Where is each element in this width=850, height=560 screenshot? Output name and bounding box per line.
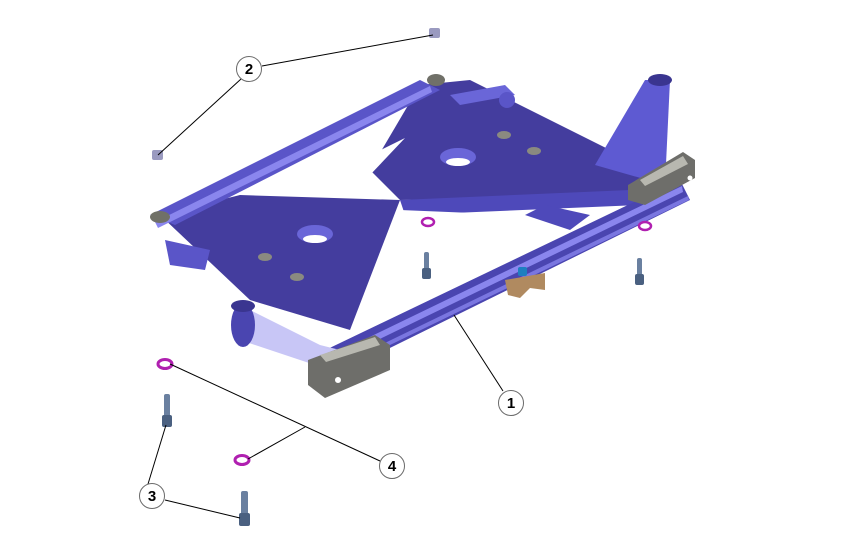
end-bracket-rear bbox=[628, 152, 695, 205]
callout-label: 3 bbox=[147, 487, 157, 505]
bolt-part bbox=[162, 252, 644, 526]
callout-label: 4 bbox=[387, 457, 397, 475]
clip-part bbox=[505, 267, 545, 298]
callout-4: 4 bbox=[379, 453, 405, 479]
callout-3: 3 bbox=[139, 483, 165, 509]
callout-label: 1 bbox=[506, 394, 516, 412]
washer-part bbox=[156, 216, 653, 466]
callout-label: 2 bbox=[244, 60, 254, 78]
frame-part bbox=[150, 74, 690, 380]
end-bracket-front bbox=[308, 335, 390, 398]
leader-lines bbox=[147, 34, 504, 519]
callout-2: 2 bbox=[236, 56, 262, 82]
callout-1: 1 bbox=[498, 390, 524, 416]
